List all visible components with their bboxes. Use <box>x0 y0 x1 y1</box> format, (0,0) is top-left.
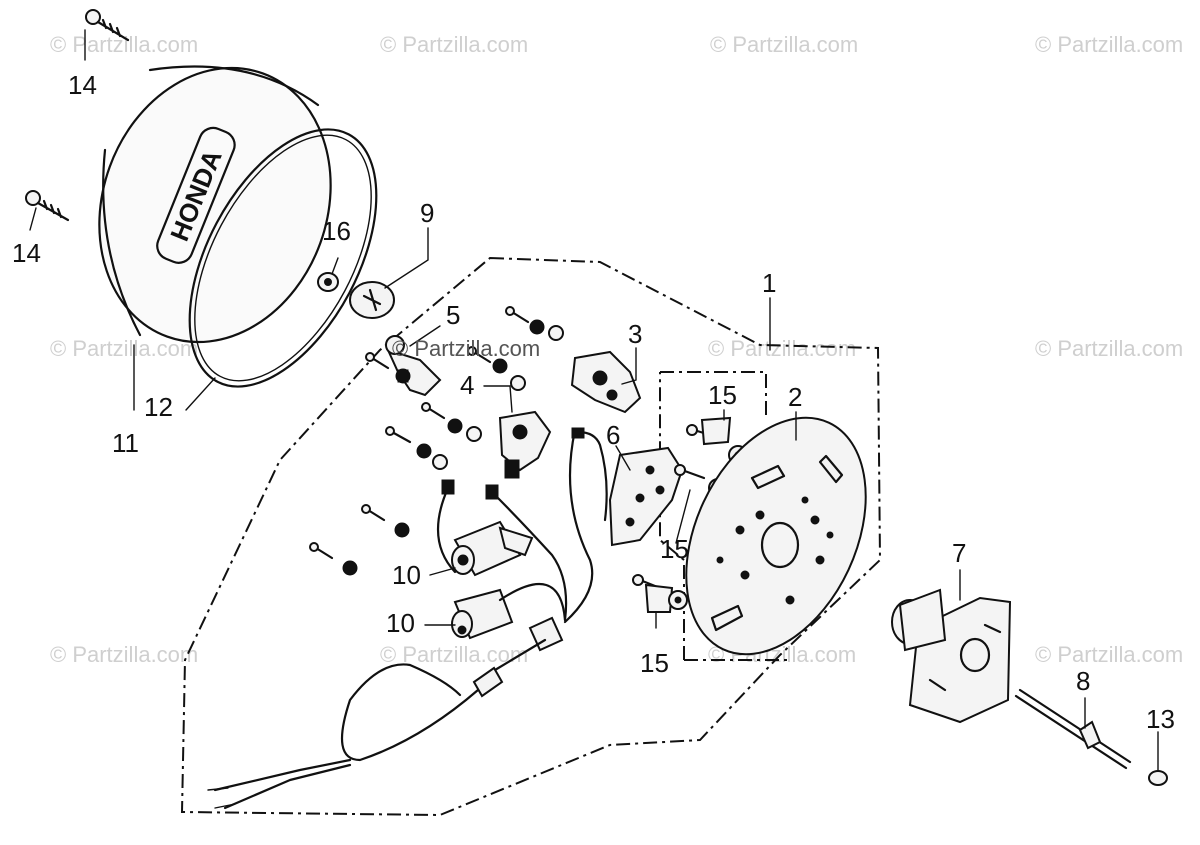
callout-11: 11 <box>112 428 139 458</box>
gasket-ring-inner <box>194 134 372 382</box>
callout-2: 2 <box>788 382 802 412</box>
callout-15: 15 <box>708 380 737 410</box>
advancer-icon <box>891 588 1012 724</box>
washer-icon <box>1148 770 1168 786</box>
base-plate-icon <box>685 416 867 656</box>
callout-16: 16 <box>322 216 351 246</box>
callout-1: 1 <box>762 268 776 298</box>
watermark: © Partzilla.com <box>50 336 198 361</box>
contact-breaker-icon <box>570 350 642 414</box>
condenser-icon <box>451 520 534 577</box>
callout-14: 14 <box>68 70 97 100</box>
callout-8: 8 <box>1076 666 1090 696</box>
callout-13: 13 <box>1146 704 1175 734</box>
callout-4: 4 <box>460 370 474 400</box>
bracket-icon <box>608 446 684 547</box>
callout-15: 15 <box>660 534 689 564</box>
watermark: © Partzilla.com <box>1035 32 1183 57</box>
callout-10: 10 <box>392 560 421 590</box>
watermark: © Partzilla.com <box>380 642 528 667</box>
contact-breaker-icon <box>498 410 552 479</box>
watermark: © Partzilla.com <box>1035 642 1183 667</box>
condenser-icon <box>451 588 514 640</box>
assembly-boundary <box>180 256 882 817</box>
base-plate-subassembly-boundary <box>659 371 790 661</box>
callout-12: 12 <box>144 392 173 422</box>
callout-15: 15 <box>640 648 669 678</box>
callout-14: 14 <box>12 238 41 268</box>
watermark: © Partzilla.com <box>50 32 198 57</box>
callout-9: 9 <box>420 198 434 228</box>
screw-washer-set <box>309 306 564 576</box>
wiring-harness <box>207 427 608 810</box>
watermark: © Partzilla.com <box>392 336 540 361</box>
callout-3: 3 <box>628 319 642 349</box>
watermark-layer: © Partzilla.com © Partzilla.com © Partzi… <box>50 32 1183 667</box>
leader-lines <box>29 29 1159 771</box>
watermark: © Partzilla.com <box>1035 336 1183 361</box>
point-cover: HONDA <box>98 65 332 344</box>
callout-6: 6 <box>606 420 620 450</box>
callout-labels: 14 14 16 9 5 3 4 1 15 2 6 12 11 10 10 15… <box>12 70 1175 734</box>
gasket-ring <box>188 128 378 388</box>
callout-10: 10 <box>386 608 415 638</box>
grommet-icon <box>349 281 395 319</box>
bolt-icon <box>85 9 130 42</box>
watermark: © Partzilla.com <box>380 32 528 57</box>
nut-icon <box>317 272 339 292</box>
callout-7: 7 <box>952 538 966 568</box>
watermark: © Partzilla.com <box>50 642 198 667</box>
callout-5: 5 <box>446 300 460 330</box>
bolt-icon <box>25 190 70 222</box>
shaft-icon <box>1014 688 1132 770</box>
watermark: © Partzilla.com <box>710 32 858 57</box>
watermark: © Partzilla.com <box>708 336 856 361</box>
